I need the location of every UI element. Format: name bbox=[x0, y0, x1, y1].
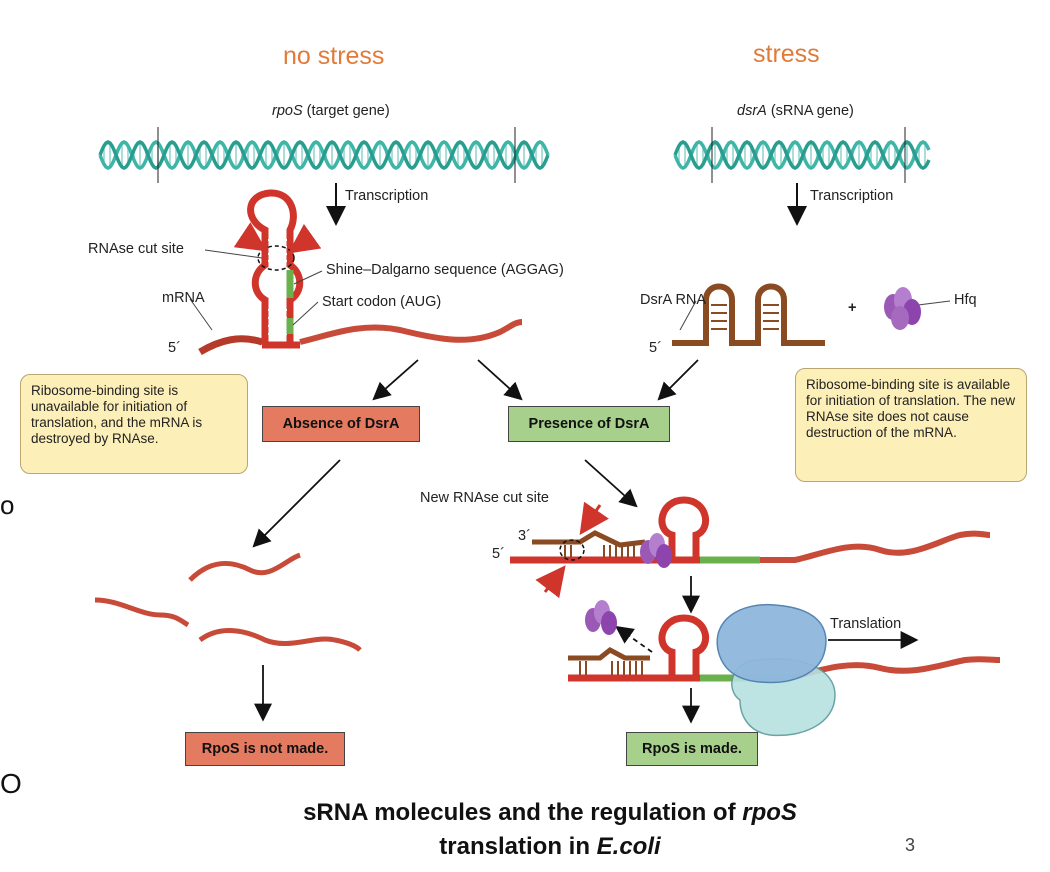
absence-of-dsra-box: Absence of DsrA bbox=[262, 406, 420, 442]
figure-caption: sRNA molecules and the regulation of rpo… bbox=[200, 796, 900, 864]
note-rbs-unavailable: Ribosome-binding site is unavailable for… bbox=[20, 374, 248, 474]
dna-helix-dsra bbox=[673, 127, 931, 183]
rpos-not-made-box: RpoS is not made. bbox=[185, 732, 345, 766]
start-codon-label: Start codon (AUG) bbox=[322, 294, 442, 310]
gene-label-dsra: dsrA (sRNA gene) bbox=[737, 103, 854, 119]
dsra-rna bbox=[672, 283, 825, 346]
three-prime-label: 3´ bbox=[518, 528, 531, 544]
dna-strand bbox=[673, 140, 931, 170]
hfq-protein bbox=[884, 287, 921, 330]
header-stress: stress bbox=[753, 40, 820, 68]
presence-of-dsra-box: Presence of DsrA bbox=[508, 406, 670, 442]
hfq-label: Hfq bbox=[954, 292, 977, 308]
rpos-made-box: RpoS is made. bbox=[626, 732, 758, 766]
note-rbs-available: Ribosome-binding site is available for i… bbox=[795, 368, 1027, 482]
mrna-label: mRNA bbox=[162, 290, 205, 306]
five-prime-label-bound: 5´ bbox=[492, 546, 505, 562]
header-no-stress: no stress bbox=[283, 42, 385, 70]
five-prime-label-mrna: 5´ bbox=[168, 340, 181, 356]
shine-dalgarno-label: Shine–Dalgarno sequence (AGGAG) bbox=[326, 262, 564, 278]
ribosome bbox=[716, 603, 836, 737]
dna-helix-rpos bbox=[98, 127, 550, 183]
dna-strand bbox=[98, 140, 550, 170]
transcription-label-right: Transcription bbox=[810, 188, 894, 204]
edge-mark-bottom: O bbox=[0, 768, 22, 799]
new-rnase-cut-site-label: New RNAse cut site bbox=[420, 490, 549, 506]
rnase-cut-site-label: RNAse cut site bbox=[88, 241, 184, 257]
page-number: 3 bbox=[905, 835, 916, 855]
transcription-label-left: Transcription bbox=[345, 188, 429, 204]
translation-label: Translation bbox=[830, 616, 902, 632]
gene-label-rpos: rpoS (target gene) bbox=[272, 103, 390, 119]
degraded-mrna-fragments bbox=[94, 552, 362, 652]
edge-mark-top: o bbox=[0, 490, 15, 520]
dsra-bound-mrna bbox=[510, 496, 991, 599]
dsra-rna-label: DsrA RNA bbox=[640, 292, 707, 308]
dna-strand bbox=[673, 140, 931, 170]
rpos-mrna bbox=[198, 189, 523, 356]
caption-line-2: translation in E.coli bbox=[439, 833, 661, 860]
plus-sign: + bbox=[848, 300, 857, 316]
five-prime-label-dsra: 5´ bbox=[649, 340, 662, 356]
caption-line-1: sRNA molecules and the regulation of rpo… bbox=[303, 799, 797, 826]
